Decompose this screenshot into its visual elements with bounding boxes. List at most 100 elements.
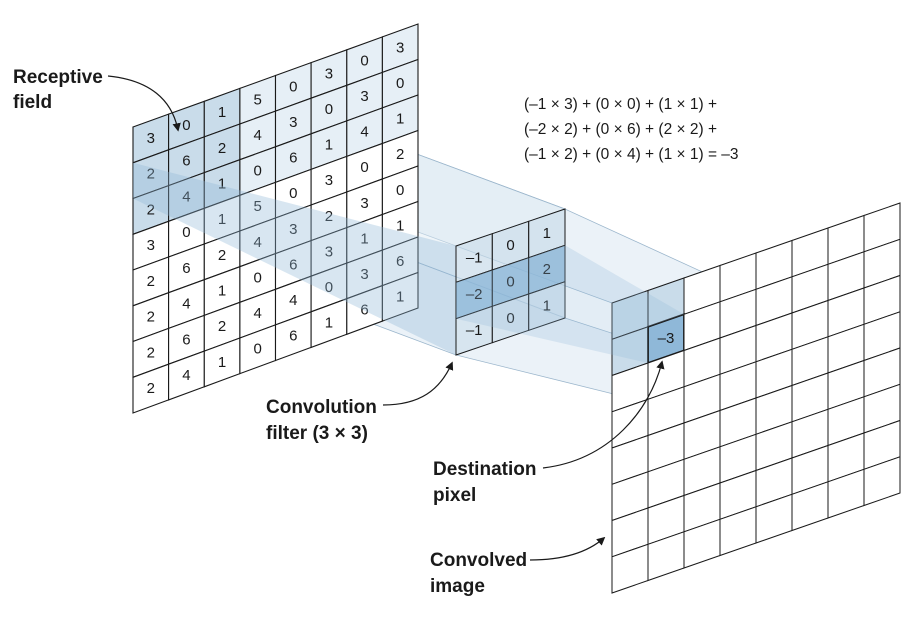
input-cell-value: 2: [218, 247, 226, 264]
input-cell-value: 6: [396, 253, 404, 270]
input-cell-value: 4: [254, 127, 262, 144]
equation-line-1: (–1 × 3) + (0 × 0) + (1 × 1) +: [524, 96, 717, 113]
input-cell-value: 1: [218, 283, 226, 300]
input-cell-value: 1: [325, 137, 333, 154]
input-cell-value: 5: [254, 198, 262, 215]
destination-beam: [456, 245, 684, 363]
input-cell-value: 3: [360, 266, 368, 283]
input-cell-value: 1: [325, 315, 333, 332]
input-cell-value: 0: [254, 163, 262, 180]
equation-block: (–1 × 3) + (0 × 0) + (1 × 1) + (–2 × 2) …: [524, 96, 739, 163]
input-cell-value: 2: [325, 208, 333, 225]
label-receptive-field: Receptive field: [13, 67, 181, 132]
input-cell-value: 3: [360, 88, 368, 105]
equation-line-2: (–2 × 2) + (0 × 6) + (2 × 2) +: [524, 121, 717, 138]
destination-pixel-arrow: [542, 360, 665, 469]
input-cell-value: 3: [360, 195, 368, 212]
input-cell-value: 2: [147, 309, 155, 326]
input-cell-value: 4: [254, 234, 262, 251]
input-cell-value: 2: [147, 166, 155, 183]
input-cell-value: 6: [289, 328, 297, 345]
input-cell-value: 0: [254, 270, 262, 287]
input-cell-value: 2: [147, 273, 155, 290]
destination-pixel-label-line-2: pixel: [433, 485, 476, 506]
input-cell-value: 0: [289, 185, 297, 202]
convolution-filter-label-line-2: filter (3 × 3): [266, 423, 368, 444]
output-cell: [863, 456, 901, 507]
input-cell-value: 3: [147, 130, 155, 147]
input-cell-value: 4: [289, 292, 297, 309]
filter-cell-value: –1: [466, 322, 483, 339]
input-cell-value: 3: [325, 66, 333, 83]
input-cell-value: 0: [289, 78, 297, 95]
input-cell-value: 0: [182, 224, 190, 241]
input-cell-value: 3: [325, 172, 333, 189]
input-cell-value: 1: [396, 288, 404, 305]
receptive-field-arrow: [107, 75, 181, 132]
input-cell-value: 6: [289, 150, 297, 167]
input-cell-value: 2: [147, 201, 155, 218]
input-cell-value: 4: [254, 305, 262, 322]
input-cell-value: 1: [218, 176, 226, 193]
input-cell-value: 3: [396, 40, 404, 57]
input-cell-value: 0: [325, 101, 333, 118]
input-cell-value: 6: [182, 260, 190, 277]
input-cell-value: 3: [325, 243, 333, 260]
input-cell-value: 0: [182, 117, 190, 134]
filter-cell-value: 0: [506, 274, 514, 291]
input-cell: [381, 271, 419, 322]
receptive-field-label-line-2: field: [13, 92, 52, 113]
input-cell-value: 6: [289, 256, 297, 273]
input-cell-value: 4: [182, 367, 190, 384]
convolved-image-label-line-2: image: [430, 576, 485, 597]
input-cell-value: 1: [396, 217, 404, 234]
receptive-field-label-line-1: Receptive: [13, 67, 103, 88]
filter-cell-value: –2: [466, 286, 483, 303]
input-cell-value: 5: [254, 91, 262, 108]
input-cell-value: 2: [218, 140, 226, 157]
label-destination-pixel: Destination pixel: [433, 360, 665, 506]
input-cell-value: 0: [325, 279, 333, 296]
input-cell-value: 0: [254, 341, 262, 358]
input-cell-value: 4: [360, 124, 368, 141]
input-cell-value: 3: [289, 114, 297, 131]
convolved-image-arrow: [529, 536, 606, 561]
equation-line-3: (–1 × 2) + (0 × 4) + (1 × 1) = –3: [524, 146, 739, 163]
projection-overlay: [456, 245, 684, 363]
input-cell-value: 3: [289, 221, 297, 238]
input-cell-value: 2: [218, 318, 226, 335]
label-convolution-filter: Convolution filter (3 × 3): [266, 361, 454, 444]
filter-cell-value: 1: [543, 298, 551, 315]
input-cell-value: 6: [360, 301, 368, 318]
center-beam: [133, 162, 456, 355]
input-cell-value: 1: [360, 230, 368, 247]
filter-cell-value: 1: [543, 225, 551, 242]
input-cell-value: 1: [218, 354, 226, 371]
convolution-filter-arrow: [382, 361, 454, 406]
filter-cell: [528, 281, 566, 331]
input-cell-value: 1: [218, 104, 226, 121]
input-cell-value: 2: [147, 344, 155, 361]
input-cell-value: 0: [396, 75, 404, 92]
input-cell-value: 0: [360, 159, 368, 176]
filter-cell-value: 0: [506, 237, 514, 254]
input-cell-value: 1: [218, 211, 226, 228]
input-cell-value: 6: [182, 331, 190, 348]
input-image-grid: 3 0 1 5 0 3 0 3 2 6 2 4 3 0 3 0 2 4 1 0 6 1 4 1 3 0 1 5 0 3 0 2 2 6 2 4 3 2 3 0…: [132, 23, 456, 414]
filter-cell-value: 0: [506, 310, 514, 327]
input-cell-value: 4: [182, 188, 190, 205]
convolved-image-grid: –3: [611, 202, 901, 594]
label-convolved-image: Convolved image: [430, 536, 606, 597]
filter-cell-value: 2: [543, 261, 551, 278]
filter-cell-value: –1: [466, 250, 483, 267]
input-cell-value: 4: [182, 296, 190, 313]
destination-pixel-value: –3: [658, 330, 675, 347]
destination-pixel-label-line-1: Destination: [433, 459, 536, 480]
input-cell-value: 0: [396, 182, 404, 199]
input-cell-value: 2: [147, 380, 155, 397]
convolution-filter-label-line-1: Convolution: [266, 397, 377, 418]
input-cell-value: 2: [396, 146, 404, 163]
input-cell-value: 0: [360, 53, 368, 70]
convolved-image-label-line-1: Convolved: [430, 550, 527, 571]
